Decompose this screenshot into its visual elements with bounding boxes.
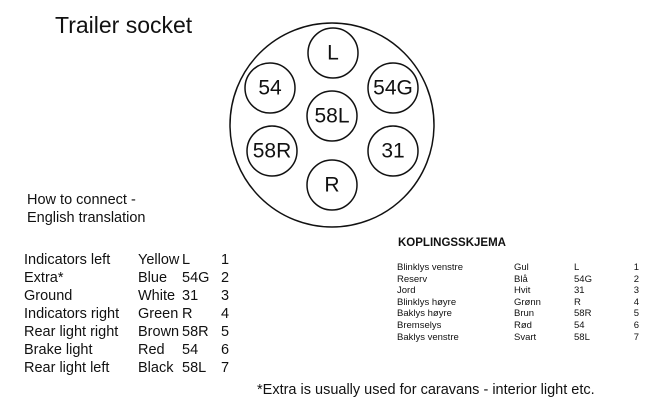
code-cell: 58L (574, 331, 590, 343)
table-row: Indicators right Green R 4 (24, 305, 235, 323)
function-cell: Ground (24, 288, 73, 304)
table-row: Blinklys venstre Gul L 1 (397, 262, 639, 274)
table-row: Jord Hvit 31 3 (397, 285, 639, 297)
function-cell: Rear light left (24, 360, 110, 376)
footnote: *Extra is usually used for caravans - in… (257, 382, 595, 398)
table-row: Extra* Blue 54G 2 (24, 269, 235, 287)
table-row: Rear light right Brown 58R 5 (24, 323, 235, 341)
number-cell: 3 (633, 285, 639, 297)
pin-label: 58L (314, 105, 349, 128)
norwegian-wiring-table: Blinklys venstre Gul L 1 Reserv Blå 54G … (397, 262, 639, 343)
number-cell: 1 (221, 252, 230, 268)
table-row: Rear light left Black 58L 7 (24, 359, 235, 377)
function-cell: Blinklys høyre (397, 296, 457, 308)
number-cell: 7 (633, 331, 639, 343)
color-cell: Yellow (138, 252, 180, 268)
number-cell: 2 (221, 270, 230, 286)
pin-58R: 58R (246, 125, 298, 177)
function-cell: Rear light right (24, 324, 119, 340)
pin-label: L (327, 42, 339, 65)
color-cell: Blue (138, 270, 168, 286)
color-cell: Grønn (514, 296, 541, 308)
code-cell: L (574, 262, 580, 273)
pin-label: 31 (381, 140, 404, 163)
function-cell: Reserv (397, 273, 428, 285)
table-row: Baklys høyre Brun 58R 5 (397, 308, 639, 320)
color-cell: Rød (514, 319, 532, 331)
pin-label: 58R (253, 140, 292, 163)
how-to-line: English translation (27, 210, 146, 226)
page-title: Trailer socket (55, 12, 193, 38)
code-cell: 54 (574, 319, 585, 331)
code-cell: R (574, 296, 581, 308)
english-wiring-table: Indicators left Yellow L 1 Extra* Blue 5… (24, 251, 235, 377)
color-cell: Brown (138, 324, 180, 340)
function-cell: Bremselys (397, 319, 442, 331)
how-to-connect-note: How to connect - English translation (27, 191, 146, 227)
pin-54: 54 (244, 62, 296, 114)
function-cell: Extra* (24, 270, 64, 286)
table-row: Blinklys høyre Grønn R 4 (397, 297, 639, 309)
number-cell: 1 (633, 262, 639, 273)
code-cell: R (182, 306, 193, 322)
function-cell: Indicators left (24, 252, 111, 268)
color-cell: Red (138, 342, 165, 358)
code-cell: 58R (182, 324, 209, 340)
table-row: Baklys venstre Svart 58L 7 (397, 332, 639, 344)
pin-54G: 54G (367, 62, 419, 114)
table-row: Indicators left Yellow L 1 (24, 251, 235, 269)
number-cell: 4 (221, 306, 230, 322)
color-cell: Gul (514, 262, 529, 273)
pin-label: 54 (258, 77, 282, 100)
code-cell: 31 (182, 288, 199, 304)
code-cell: 54G (182, 270, 210, 286)
pin-R: R (306, 159, 358, 211)
number-cell: 3 (221, 288, 230, 304)
number-cell: 6 (633, 319, 639, 331)
code-cell: L (182, 252, 191, 268)
number-cell: 6 (221, 342, 230, 358)
pin-31: 31 (367, 125, 419, 177)
function-cell: Baklys høyre (397, 308, 452, 320)
color-cell: Blå (514, 273, 528, 285)
table-row: Reserv Blå 54G 2 (397, 274, 639, 286)
pin-label: 54G (373, 77, 413, 100)
number-cell: 7 (221, 360, 230, 376)
socket-outline (229, 22, 435, 228)
code-cell: 58L (182, 360, 207, 376)
color-cell: Hvit (514, 285, 531, 297)
code-cell: 54 (182, 342, 199, 358)
pin-58L: 58L (306, 90, 358, 142)
table-row: Bremselys Rød 54 6 (397, 320, 639, 332)
how-to-line: How to connect - (27, 192, 136, 208)
function-cell: Brake light (24, 342, 93, 358)
number-cell: 2 (633, 273, 639, 285)
function-cell: Jord (397, 285, 416, 297)
color-cell: Green (138, 306, 179, 322)
color-cell: Brun (514, 308, 535, 320)
function-cell: Blinklys venstre (397, 262, 463, 273)
number-cell: 5 (633, 308, 639, 320)
table-row: Ground White 31 3 (24, 287, 235, 305)
number-cell: 5 (221, 324, 230, 340)
table-row: Brake light Red 54 6 (24, 341, 235, 359)
number-cell: 4 (633, 296, 639, 308)
color-cell: Svart (514, 331, 537, 343)
function-cell: Indicators right (24, 306, 120, 322)
pin-L: L (307, 27, 359, 79)
norwegian-table-title: KOPLINGSSKJEMA (398, 237, 506, 249)
color-cell: Black (138, 360, 174, 376)
code-cell: 31 (574, 285, 585, 297)
pin-label: R (324, 174, 339, 197)
code-cell: 58R (574, 308, 592, 320)
color-cell: White (138, 288, 176, 304)
function-cell: Baklys venstre (397, 331, 459, 343)
code-cell: 54G (574, 273, 592, 285)
